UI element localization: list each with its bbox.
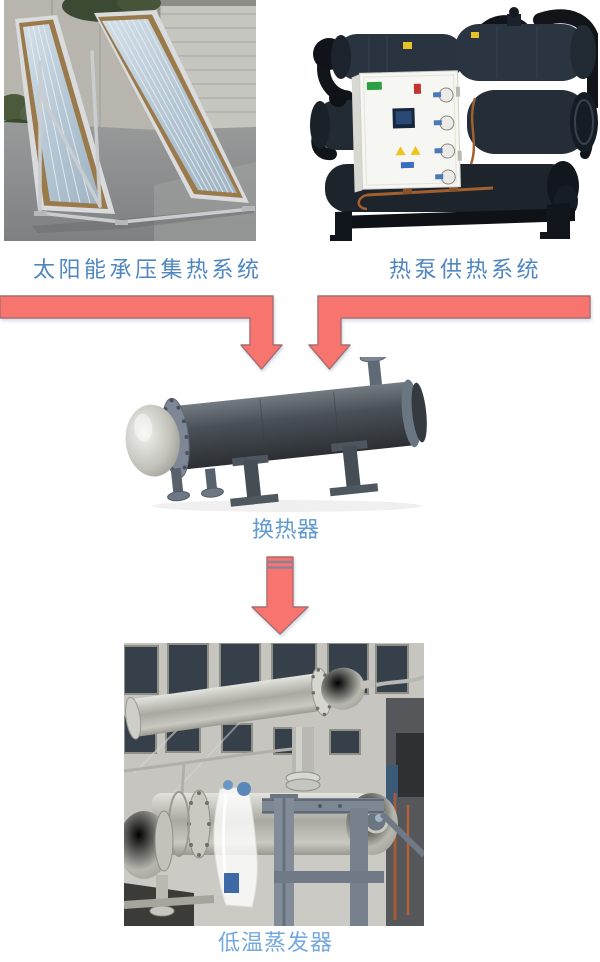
exchanger-body-group	[125, 357, 427, 507]
evaporator-illustration	[124, 643, 424, 926]
heat-exchanger-illustration	[125, 357, 427, 512]
shell-cylinder	[166, 381, 418, 471]
bottom-nozzles	[167, 467, 224, 502]
arrow-top-bands	[267, 560, 293, 569]
ground-shadow	[152, 500, 422, 512]
heat-exchanger-photo	[112, 357, 450, 514]
solar-collectors-photo	[4, 0, 256, 241]
heat-exchanger-label: 换热器	[252, 517, 320, 542]
pressure-gauges	[433, 87, 456, 185]
heat-pump-illustration	[310, 7, 598, 241]
vertical-pipe	[285, 727, 321, 792]
thin-pipe	[375, 675, 424, 687]
stand-feet	[34, 206, 255, 225]
compressor-cylinders	[313, 7, 596, 81]
steel-frame	[262, 794, 424, 926]
arrow-exchanger-to-evaporator	[251, 556, 309, 635]
bottom-pipe	[124, 895, 215, 909]
stainless-dome-head	[125, 404, 180, 477]
lower-left-vessel	[124, 810, 175, 917]
evaporator-photo	[124, 643, 424, 926]
support-stand	[38, 50, 253, 224]
heat-pump-system-label: 热泵供热系统	[389, 257, 543, 282]
support-legs	[230, 440, 379, 507]
evaporator-label: 低温蒸发器	[218, 930, 334, 955]
solar-system-label: 太阳能承压集热系统	[33, 257, 263, 282]
plastic-wrapped-part	[213, 780, 258, 908]
control-cabinet	[351, 70, 462, 193]
heat-pump-photo	[307, 2, 598, 252]
right-flange-cap	[401, 379, 427, 448]
solar-collectors-illustration	[4, 0, 256, 241]
solar-panel-rear	[94, 10, 249, 203]
mid-tanks	[310, 89, 598, 154]
upper-cylinder	[125, 667, 376, 740]
small-pipes	[124, 747, 293, 796]
base-frame	[330, 203, 575, 241]
top-nozzle	[359, 357, 387, 390]
